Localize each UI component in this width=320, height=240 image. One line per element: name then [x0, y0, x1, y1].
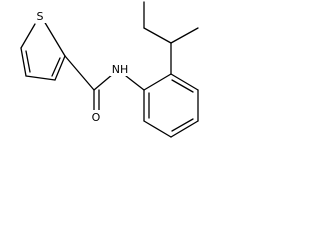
- nh-label: NH: [112, 63, 129, 76]
- double-bond-c4-c5: [25, 50, 31, 73]
- bond-carbonyl-nitrogen: [93, 73, 114, 91]
- sulfur-label: S: [37, 10, 44, 23]
- atom-label-oxygen: O: [90, 110, 103, 124]
- bond-s-c2: [43, 20, 66, 57]
- thiophene-ring: [20, 20, 66, 81]
- double-bond-ar-4-5: [171, 118, 194, 132]
- oxygen-label: O: [92, 111, 101, 124]
- bond-c3-c4: [25, 75, 56, 81]
- bond-ring-carbonyl: [64, 55, 95, 91]
- bond-nitrogen-phenyl: [125, 75, 145, 91]
- atom-label-nitrogen: NH: [110, 62, 129, 76]
- bond-c2-c3: [54, 55, 66, 81]
- phenyl-ring: [143, 73, 199, 138]
- amide-group: [64, 55, 145, 111]
- sec-butyl-group: [143, 1, 199, 75]
- double-bond-c2-c3: [51, 57, 61, 77]
- bond-ar-4-5: [170, 120, 199, 138]
- molecule-structure-diagram: S NH O: [20, 1, 199, 138]
- bond-c5-s: [20, 23, 36, 49]
- bond-ar-5-6: [143, 120, 172, 138]
- bond-c4-c5: [20, 47, 27, 77]
- atom-label-sulfur: S: [34, 9, 46, 23]
- double-bond-ar-2-3: [171, 79, 194, 93]
- bond-ch-methyl: [170, 27, 199, 44]
- bond-ar-1-2: [143, 73, 172, 91]
- bond-ch-ch2: [143, 27, 172, 44]
- bond-ar-2-3: [170, 73, 199, 91]
